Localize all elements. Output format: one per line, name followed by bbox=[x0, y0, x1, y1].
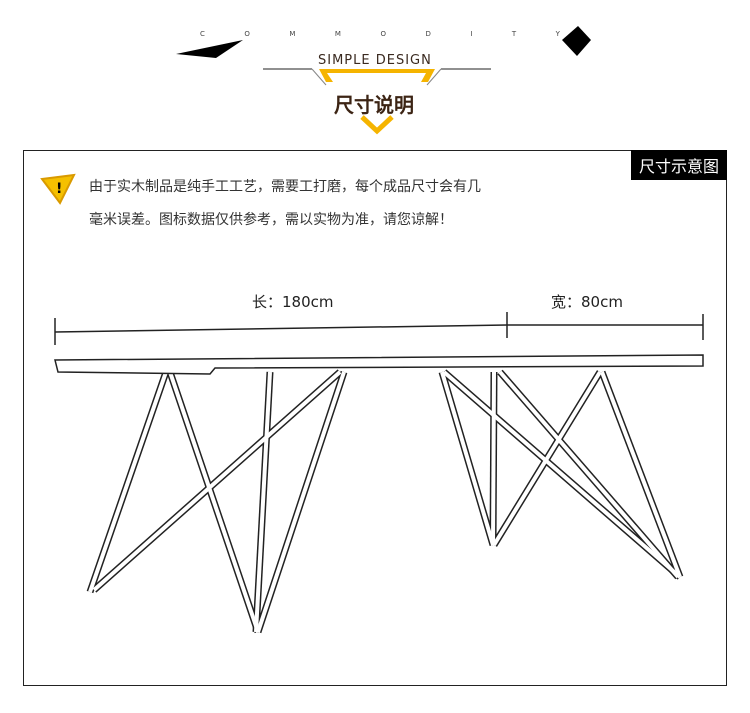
letter: O bbox=[380, 30, 386, 38]
dimension-lines bbox=[54, 312, 704, 345]
letter: M bbox=[334, 30, 341, 38]
letter: O bbox=[244, 30, 250, 38]
letter: D bbox=[425, 30, 431, 38]
letter: T bbox=[511, 30, 517, 38]
note-line: 毫米误差。图标数据仅供参考，需以实物为准，请您谅解！ bbox=[89, 212, 453, 228]
svg-text:!: ! bbox=[56, 181, 62, 197]
length-label: 长：180cm bbox=[252, 293, 334, 311]
divider-slope bbox=[311, 68, 327, 86]
right-diamond-shape bbox=[562, 26, 591, 56]
panel-badge: 尺寸示意图 bbox=[630, 150, 727, 180]
letter: C bbox=[200, 30, 205, 38]
table-legs bbox=[86, 369, 684, 634]
width-label: 宽：80cm bbox=[551, 293, 623, 311]
left-wedge-shape bbox=[176, 40, 243, 58]
header-decoration bbox=[176, 26, 591, 135]
disclaimer-note: 由于实木制品是纯手工工艺，需要工打磨，每个成品尺寸会有几 毫米误差。图标数据仅供… bbox=[89, 171, 589, 237]
yellow-bracket bbox=[319, 69, 435, 82]
table-top bbox=[54, 354, 704, 375]
chevron-down-icon bbox=[360, 115, 394, 135]
note-line: 由于实木制品是纯手工工艺，需要工打磨，每个成品尺寸会有几 bbox=[89, 179, 481, 195]
page-title: 尺寸说明 bbox=[334, 93, 414, 117]
divider-slope bbox=[426, 68, 442, 86]
warning-icon: ! bbox=[40, 173, 76, 205]
subtitle: SIMPLE DESIGN bbox=[318, 53, 432, 68]
letter: M bbox=[289, 30, 296, 38]
letter: I bbox=[470, 30, 473, 38]
letter: Y bbox=[555, 30, 560, 38]
dimension-panel: 尺寸示意图 ! 由于实木制品是纯手工工艺，需要工打磨，每个成品尺寸会有几 毫米误… bbox=[23, 150, 727, 686]
